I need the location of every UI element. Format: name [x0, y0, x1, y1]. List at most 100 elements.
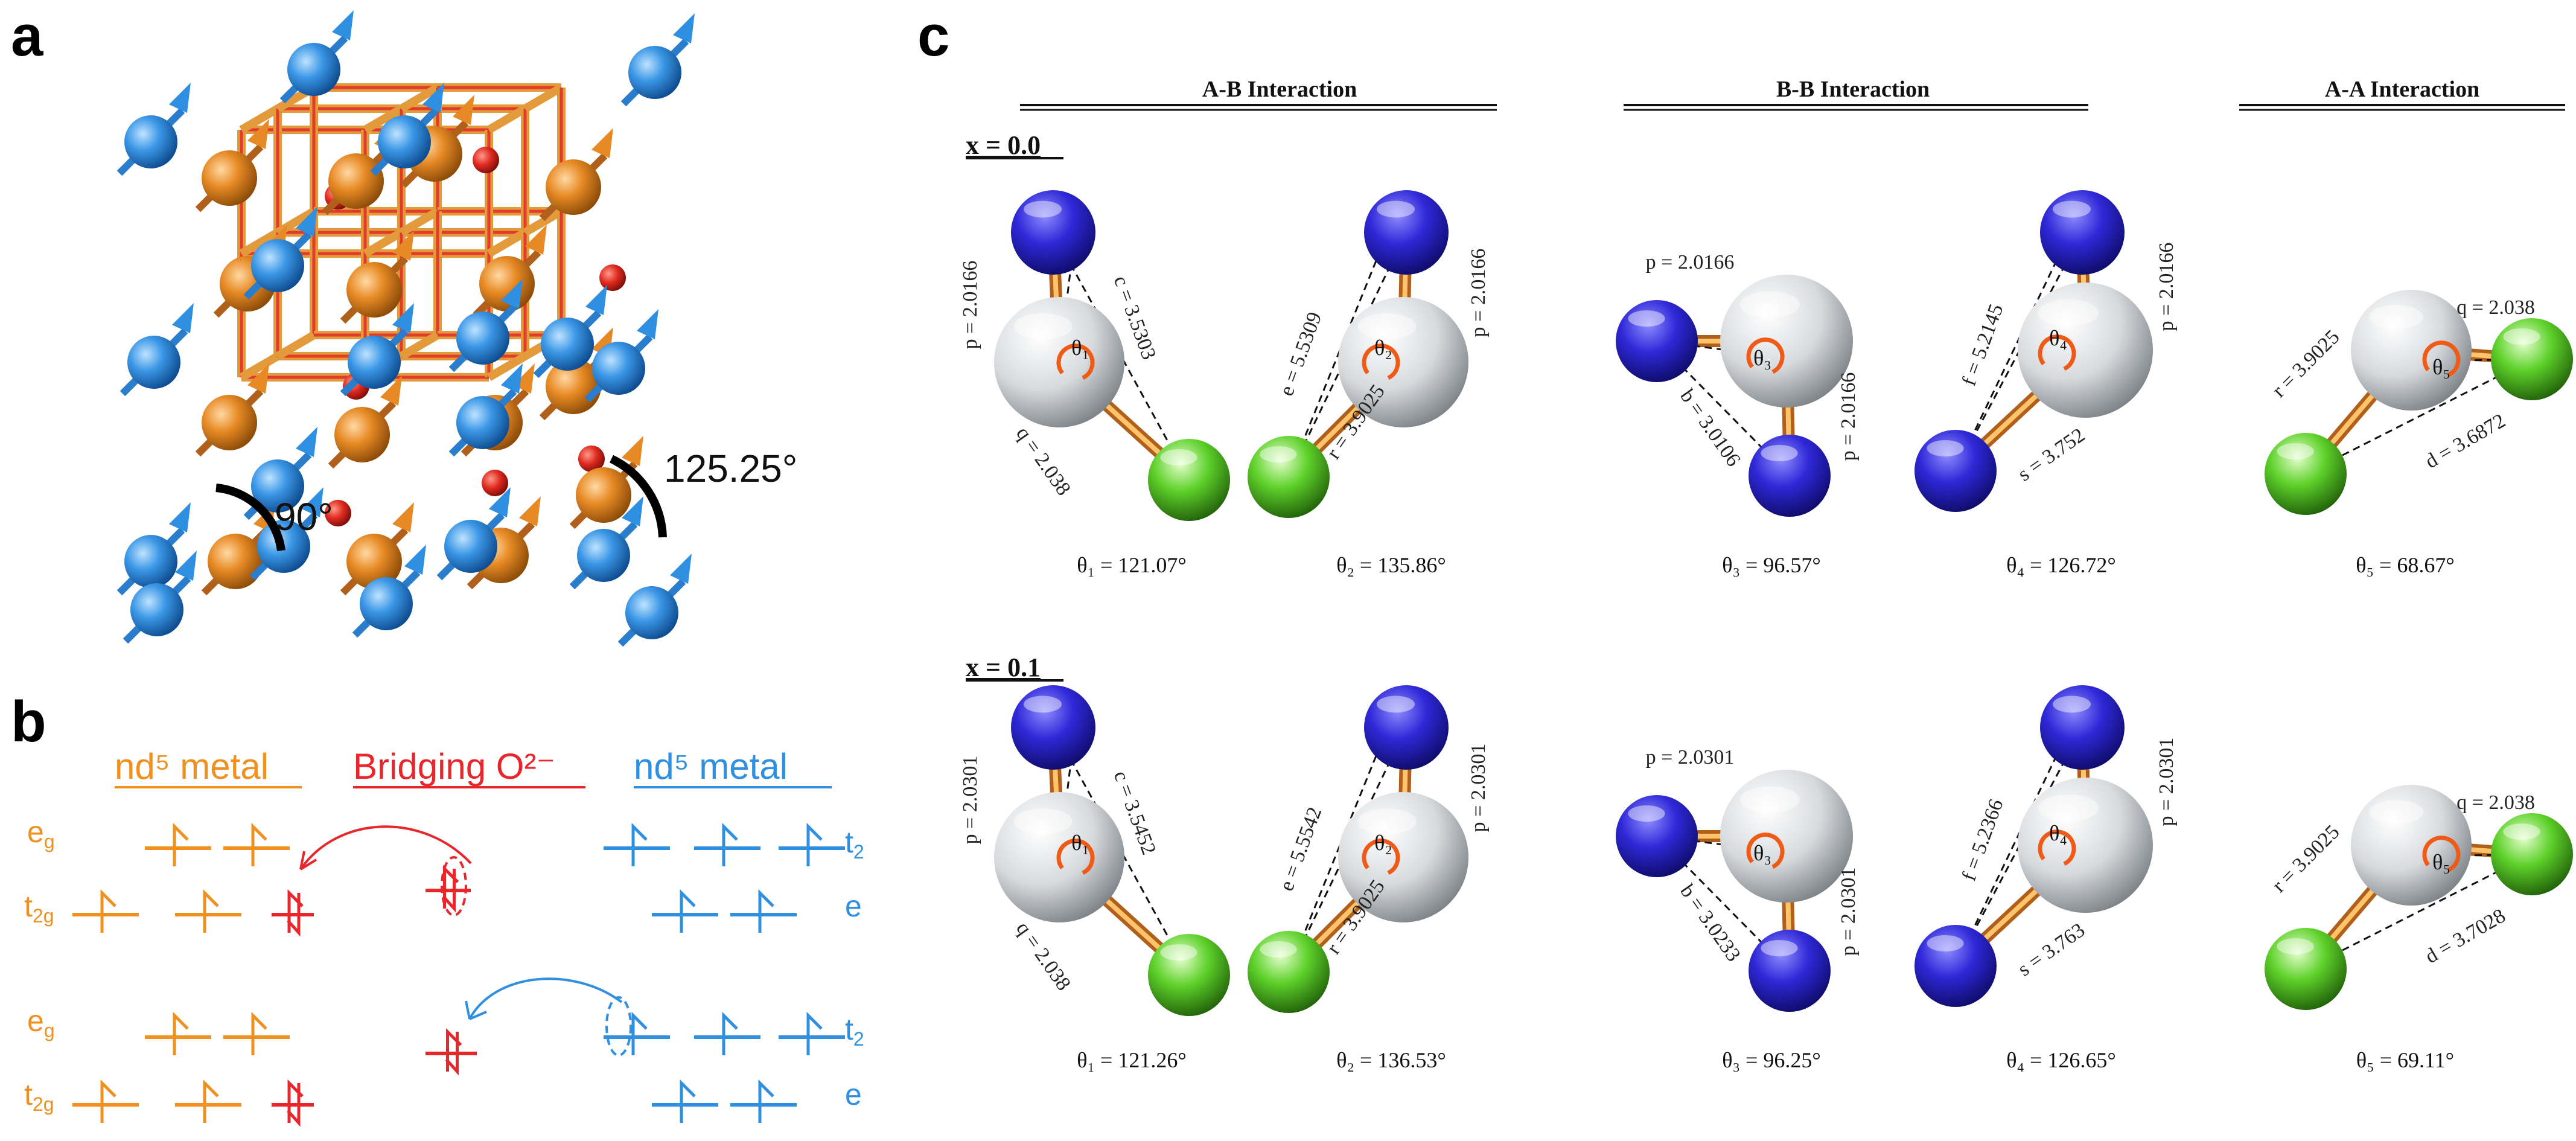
blue-atom [1914, 925, 1997, 1007]
row-label: x = 0.1 [966, 653, 1041, 682]
header-bb: B-B Interaction [1624, 77, 2088, 111]
oxygen-atom [482, 470, 508, 496]
b-site-atom [202, 395, 257, 450]
spin-up-electron [173, 1011, 189, 1055]
spin-up-electron [722, 822, 738, 866]
angle-value: θ₁ = 121.26° [1077, 1048, 1187, 1072]
dist-d: d = 3.6872 [2421, 409, 2510, 473]
gray-atom [1338, 297, 1468, 427]
spin-up-electron [251, 1011, 267, 1055]
spin-arrow [622, 496, 643, 526]
t2-label-bottom: t2 [845, 1012, 864, 1050]
blue-atom [1749, 930, 1831, 1012]
distance-line [1052, 232, 1190, 481]
a-site-atom [348, 336, 401, 389]
dist-p: p = 2.0166 [1646, 251, 1735, 273]
angle-value: θ₂ = 136.53° [1336, 1048, 1446, 1072]
dist-s: s = 3.752 [2014, 424, 2089, 486]
oxygen-atom [599, 264, 626, 291]
spin-arrow [670, 554, 692, 584]
b-site-atom [202, 150, 257, 206]
hop-arrowhead-top [299, 851, 317, 871]
spin-arrow [591, 128, 613, 158]
a-site-atom [456, 312, 509, 365]
b-site-atom [576, 467, 631, 523]
theta-mark: θ₂ [1374, 336, 1392, 360]
bond [399, 331, 440, 360]
theta-mark: θ₃ [1753, 346, 1771, 370]
spin-arrow [175, 551, 197, 581]
spin-down-electron [442, 869, 456, 913]
panel-b: b nd⁵ metal Bridging O²⁻ nd⁵ metal eg t2… [11, 689, 864, 1127]
oxygen-atom [578, 446, 605, 472]
spin-arrow [489, 487, 511, 517]
angle-arc [2422, 340, 2461, 377]
dist-p: p = 2.0301 [959, 756, 981, 845]
a-site-atom [130, 583, 183, 636]
dist-p: p = 2.0166 [2155, 243, 2178, 331]
spin-arrow [296, 427, 317, 457]
hop-arrowhead-bottom [465, 1000, 487, 1020]
spin-arrow [392, 231, 414, 261]
theta-mark: θ₄ [2049, 821, 2067, 845]
spin-arrow [247, 363, 269, 394]
panel-c: c A-B Interaction B-B Interaction A-A In… [917, 4, 2573, 1072]
spin-up-electron [100, 1079, 116, 1123]
angle-arc [2038, 334, 2076, 371]
bond [239, 228, 280, 258]
a-site-atom [628, 46, 681, 99]
spin-arrow [519, 496, 541, 526]
spin-arrow [501, 279, 523, 309]
theta-mark: θ₄ [2049, 326, 2067, 350]
green-atom [2491, 318, 2573, 400]
blue-atom [2040, 685, 2125, 770]
a-site-atom [124, 535, 177, 588]
spin-up-electron [680, 1079, 696, 1123]
bridging-title: Bridging O²⁻ [353, 746, 555, 787]
spin-arrow [622, 436, 643, 466]
bond [486, 104, 528, 134]
b-site-atom [479, 256, 535, 312]
bond [399, 207, 440, 237]
header-aa-label: A-A Interaction [2325, 77, 2479, 102]
dist-q: q = 2.038 [2456, 791, 2535, 814]
theta-mark: θ₃ [1753, 841, 1771, 865]
distance-line [1954, 733, 2068, 967]
bond [523, 83, 564, 113]
spin-up-electron [758, 889, 774, 933]
spin-arrow [169, 83, 191, 113]
e-label-bottom: e [845, 1078, 862, 1111]
bond [275, 331, 316, 360]
spin-down-electron [445, 1032, 459, 1076]
green-atom [1148, 934, 1230, 1016]
energy-level-diagrams [72, 822, 845, 1127]
t2g-label-bottom: t2g [24, 1078, 54, 1115]
oxygen-atom [473, 147, 499, 173]
angle-value: θ₄ = 126.72° [2006, 553, 2116, 577]
angle-value: θ₄ = 126.65° [2006, 1048, 2116, 1072]
spin-up-electron [806, 1011, 823, 1055]
gray-atom [2351, 785, 2472, 906]
panel-c-letter: c [917, 4, 949, 68]
spin-up-electron [100, 889, 116, 933]
angle-value: θ₃ = 96.25° [1722, 1048, 1821, 1072]
green-atom [1148, 439, 1230, 521]
oxygen-atom [325, 500, 351, 526]
panel-a-letter: a [11, 4, 43, 68]
spin-arrow [380, 376, 402, 406]
dist-q: q = 2.038 [2456, 296, 2535, 319]
gray-atom [2018, 283, 2153, 418]
spin-up-electron [758, 1079, 774, 1123]
dist-p-vertical: p = 2.0301 [1837, 868, 1860, 956]
angle-arc [1746, 833, 1785, 869]
spin-up-electron [203, 1079, 219, 1123]
a-site-atom [444, 520, 497, 573]
dist-e: e = 5.5309 [1275, 309, 1326, 399]
spin-down-electron [287, 893, 301, 937]
green-atom [1248, 931, 1330, 1013]
dist-p: p = 2.0301 [1646, 746, 1735, 769]
spin-up-electron [722, 1011, 738, 1055]
bond [523, 207, 564, 237]
bond [239, 104, 280, 134]
